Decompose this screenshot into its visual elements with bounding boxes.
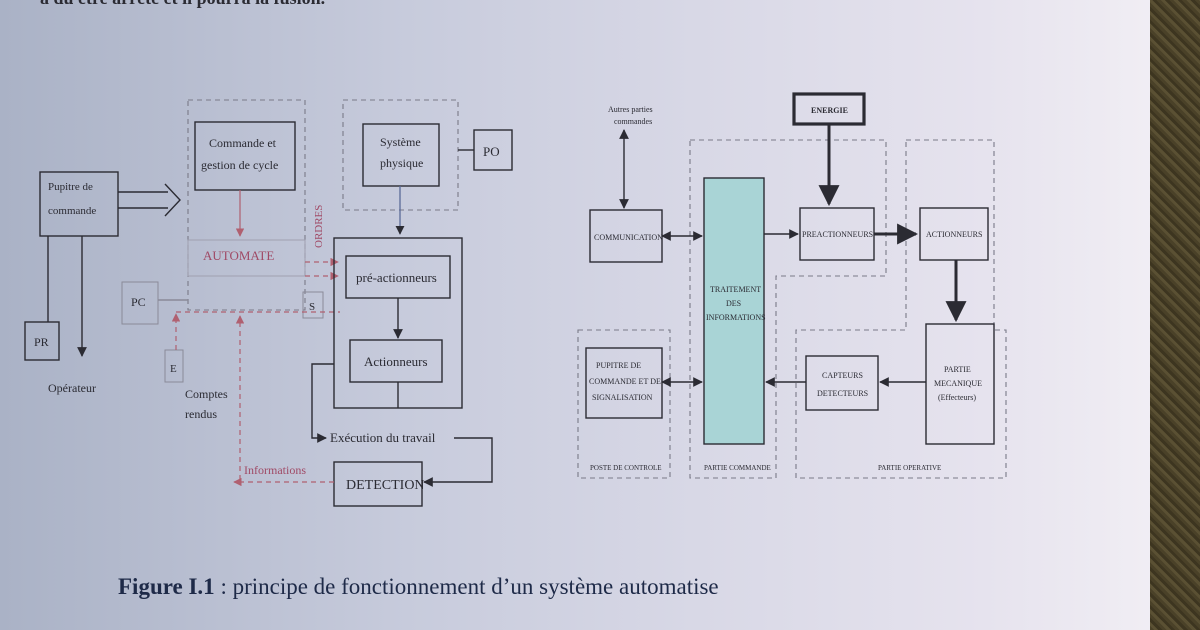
traitement-label-1: TRAITEMENT — [710, 285, 761, 294]
ordres-label: ORDRES — [313, 205, 325, 248]
detection-box — [333, 461, 423, 507]
actionneurs-box — [349, 339, 443, 383]
page-header-fragment: a du être arrêté et il pourra la fusion. — [40, 0, 325, 9]
preactionneurs-right-label: PREACTIONNEURS — [802, 230, 873, 239]
pc-box — [121, 281, 159, 325]
partie-commande-label: PARTIE COMMANDE — [704, 464, 771, 472]
partie-commande-region — [689, 139, 887, 479]
pupitre-right-label-1: PUPITRE DE — [596, 361, 641, 370]
preactionneurs-label: pré-actionneurs — [356, 270, 437, 285]
po-label: PO — [483, 144, 500, 159]
autres-label-1: Autres parties — [608, 105, 653, 114]
commande-label-2: gestion de cycle — [201, 158, 278, 172]
s-label: S — [309, 301, 315, 313]
figure-caption: Figure I.1 : principe de fonctionnement … — [118, 574, 719, 600]
traitement-box — [703, 177, 765, 445]
capteurs-label-2: DETECTEURS — [817, 389, 868, 398]
traitement-label-3: INFORMATIONS — [706, 313, 766, 322]
pr-label: PR — [34, 335, 49, 349]
pupitre-right-label-2: COMMANDE ET DE — [589, 377, 661, 386]
pupitre-right-label-3: SIGNALISATION — [592, 393, 653, 402]
capteurs-box — [805, 355, 879, 411]
pupitre-label-2: commande — [48, 205, 96, 217]
figure-caption-text: : principe de fonctionnement d’un systèm… — [214, 574, 719, 599]
comptes-label-1: Comptes — [185, 387, 228, 401]
book-page: a du être arrêté et il pourra la fusion.… — [0, 0, 1160, 630]
pupitre-label-1: Pupitre de — [48, 181, 93, 193]
energie-label: ENERGIE — [811, 106, 848, 115]
poste-controle-region — [577, 329, 671, 479]
partie-meca-label-3: (Effecteurs) — [938, 393, 976, 402]
pc-label: PC — [131, 295, 146, 309]
commande-label-1: Commande et — [209, 136, 277, 150]
automate-label: AUTOMATE — [203, 248, 274, 263]
autres-label-2: commandes — [614, 117, 652, 126]
s-box — [302, 291, 324, 319]
pupitre-double-arrow — [118, 191, 168, 209]
partie-meca-label-1: PARTIE — [944, 365, 971, 374]
informations-label: Informations — [244, 463, 306, 477]
detection-label: DETECTION — [346, 478, 425, 493]
actionneurs-right-box — [919, 207, 989, 261]
actionneurs-right-label: ACTIONNEURS — [926, 230, 982, 239]
partie-mecanique-box — [925, 323, 995, 445]
execution-label: Exécution du travail — [330, 430, 436, 445]
po-box — [473, 129, 513, 171]
capteurs-label-1: CAPTEURS — [822, 371, 863, 380]
commande-box — [194, 121, 296, 191]
operateur-label: Opérateur — [48, 381, 96, 395]
comptes-label-2: rendus — [185, 407, 217, 421]
pupitre-box — [39, 171, 119, 237]
communication-label: COMMUNICATION — [594, 233, 663, 242]
traitement-label-2: DES — [726, 299, 741, 308]
systeme-label-2: physique — [380, 156, 423, 170]
actionneurs-label: Actionneurs — [364, 354, 428, 369]
automate-box — [187, 239, 306, 277]
systeme-label-1: Système — [380, 135, 421, 149]
partie-meca-label-2: MECANIQUE — [934, 379, 982, 388]
pc-dashed-region — [187, 99, 306, 311]
systeme-box — [362, 123, 440, 187]
e-box — [164, 349, 184, 383]
figure-label: Figure I.1 — [118, 574, 215, 599]
background-fabric — [1150, 0, 1200, 630]
poste-controle-label: POSTE DE CONTROLE — [590, 464, 662, 472]
pr-box — [24, 321, 60, 361]
right-diagram: Autres parties commandes COMMUNICATION T… — [577, 92, 1007, 479]
left-diagram: Pupitre de commande PR Opérateur Command… — [24, 99, 513, 507]
partie-operative-label: PARTIE OPERATIVE — [878, 464, 941, 472]
automation-diagrams: Pupitre de commande PR Opérateur Command… — [24, 92, 1007, 507]
e-label: E — [170, 363, 177, 375]
